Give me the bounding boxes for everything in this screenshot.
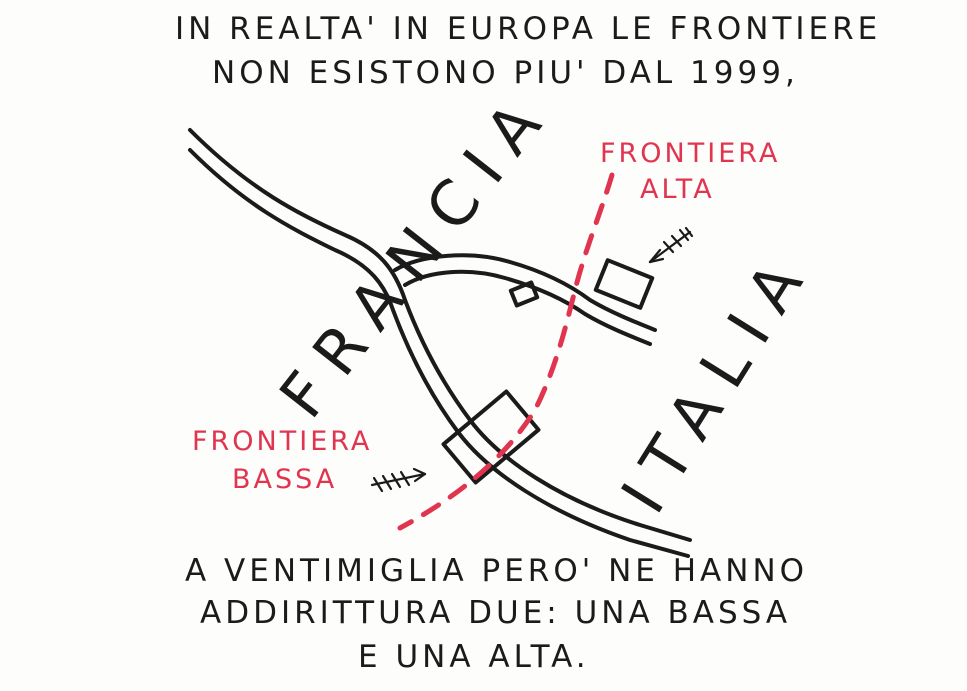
high-border-post bbox=[593, 258, 655, 310]
small-building bbox=[508, 280, 540, 308]
border-line bbox=[397, 172, 615, 531]
caption-bottom-line2: ADDIRITTURA DUE: UNA BASSA bbox=[200, 595, 792, 631]
arrow-bassa bbox=[370, 467, 427, 493]
label-frontiera-bassa-1: FRONTIERA bbox=[192, 426, 373, 457]
branch-road-lower bbox=[403, 269, 652, 346]
label-frontiera-alta-1: FRONTIERA bbox=[600, 138, 781, 169]
main-road-inner bbox=[188, 148, 690, 558]
low-border-post bbox=[441, 389, 541, 485]
caption-bottom-line1: A VENTIMIGLIA PERO' NE HANNO bbox=[185, 553, 809, 589]
caption-bottom-line3: E UNA ALTA. bbox=[358, 639, 590, 675]
arrow-alta bbox=[648, 226, 694, 264]
caption-top-line1: IN REALTA' IN EUROPA LE FRONTIERE bbox=[175, 11, 882, 47]
label-frontiera-bassa-2: BASSA bbox=[232, 464, 338, 495]
main-road-outer bbox=[188, 128, 692, 542]
caption-top-line2: NON ESISTONO PIU' DAL 1999, bbox=[212, 55, 799, 91]
branch-road-upper bbox=[393, 253, 657, 332]
label-frontiera-alta-2: ALTA bbox=[640, 174, 715, 205]
